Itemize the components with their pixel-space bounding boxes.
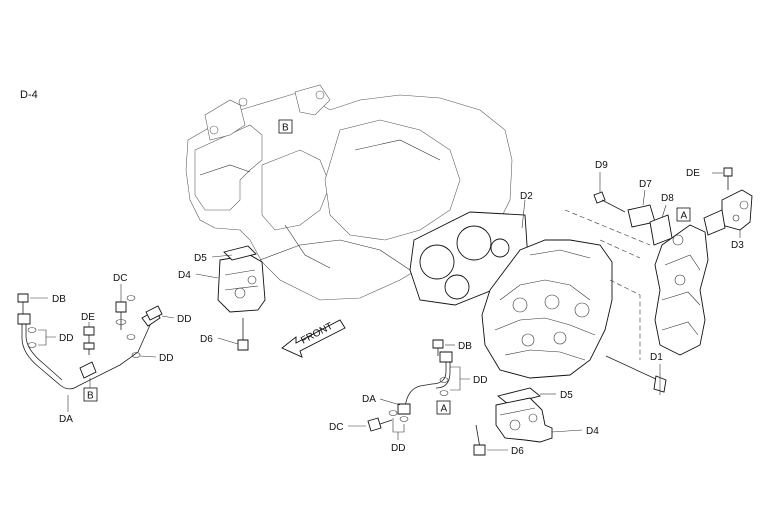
callout-dd-left-mid: DD [177, 314, 191, 325]
callout-da-left: DA [59, 414, 73, 425]
ref-box-b-left-label: B [87, 391, 94, 402]
bolt-db-bottom [432, 339, 444, 356]
callout-d9: D9 [595, 160, 608, 171]
bolt-de-left [83, 326, 95, 355]
callout-d6-bottom: D6 [511, 446, 524, 457]
sensor-mount-d4-left [217, 254, 266, 313]
gasket-d5-bottom [497, 387, 541, 405]
bolt-de-right [723, 167, 733, 190]
callout-dc-bottom: DC [329, 422, 343, 433]
ref-box-b-engine-label: B [282, 123, 289, 134]
cylinder-head [481, 239, 613, 379]
gasket-d5-left [223, 245, 257, 261]
bolt-d9 [593, 191, 626, 213]
callout-d6-left: D6 [200, 334, 213, 345]
washer-left-3 [126, 295, 136, 301]
oil-pipe-bottom [397, 351, 453, 415]
callout-dd-left-top: DD [59, 333, 73, 344]
bolt-d6-bottom [473, 424, 486, 456]
callout-dd-left-bot: DD [159, 353, 173, 364]
callout-db-left: DB [52, 294, 66, 305]
bolt-d6-left [237, 318, 249, 351]
callout-de-right: DE [686, 168, 700, 179]
ref-box-a-top [676, 207, 691, 222]
ref-box-a-bottom-label: A [441, 404, 448, 415]
callout-de-left: DE [81, 312, 95, 323]
page-id-label: D-4 [20, 89, 38, 101]
callout-d8: D8 [661, 193, 674, 204]
callout-d3: D3 [731, 240, 744, 251]
washer-left-2 [27, 342, 37, 348]
fitting-left-mid [145, 305, 163, 321]
washer-bottom-4 [399, 416, 409, 422]
washer-left-5 [131, 352, 141, 358]
callout-db-bottom: DB [458, 341, 472, 352]
callout-d4-left: D4 [178, 270, 191, 281]
callout-d5-left: D5 [194, 253, 207, 264]
callout-da-bottom: DA [362, 394, 376, 405]
washer-bottom-2 [439, 390, 449, 396]
callout-d1: D1 [650, 352, 663, 363]
sensor-mount-d4-bottom [495, 397, 553, 443]
callout-d2: D2 [520, 191, 533, 202]
callout-d4-bottom: D4 [586, 426, 599, 437]
camshaft-housing-right [654, 224, 709, 356]
callout-dd-bottom: DD [473, 375, 487, 386]
callout-dd-bottom2: DD [391, 443, 405, 454]
washer-left-4 [126, 334, 136, 340]
washer-left-1 [27, 327, 37, 333]
callout-d7: D7 [639, 179, 652, 190]
ref-box-a-top-label: A [681, 211, 688, 222]
bolt-db-left [17, 293, 29, 314]
union-bolt-dc-left [115, 301, 127, 330]
washer-bottom-3 [388, 410, 398, 416]
ref-box-b-left [83, 387, 98, 402]
engine-block-outline [185, 84, 513, 301]
washer-bottom-1 [439, 377, 449, 383]
front-direction-arrow [281, 319, 346, 358]
callout-d5-bottom: D5 [560, 390, 573, 401]
ref-box-b-engine [278, 119, 293, 134]
ref-box-a-bottom [436, 400, 451, 415]
actuator-d3 [703, 189, 753, 236]
callout-dc-left: DC [113, 273, 127, 284]
union-bolt-dc-bottom [367, 417, 393, 432]
